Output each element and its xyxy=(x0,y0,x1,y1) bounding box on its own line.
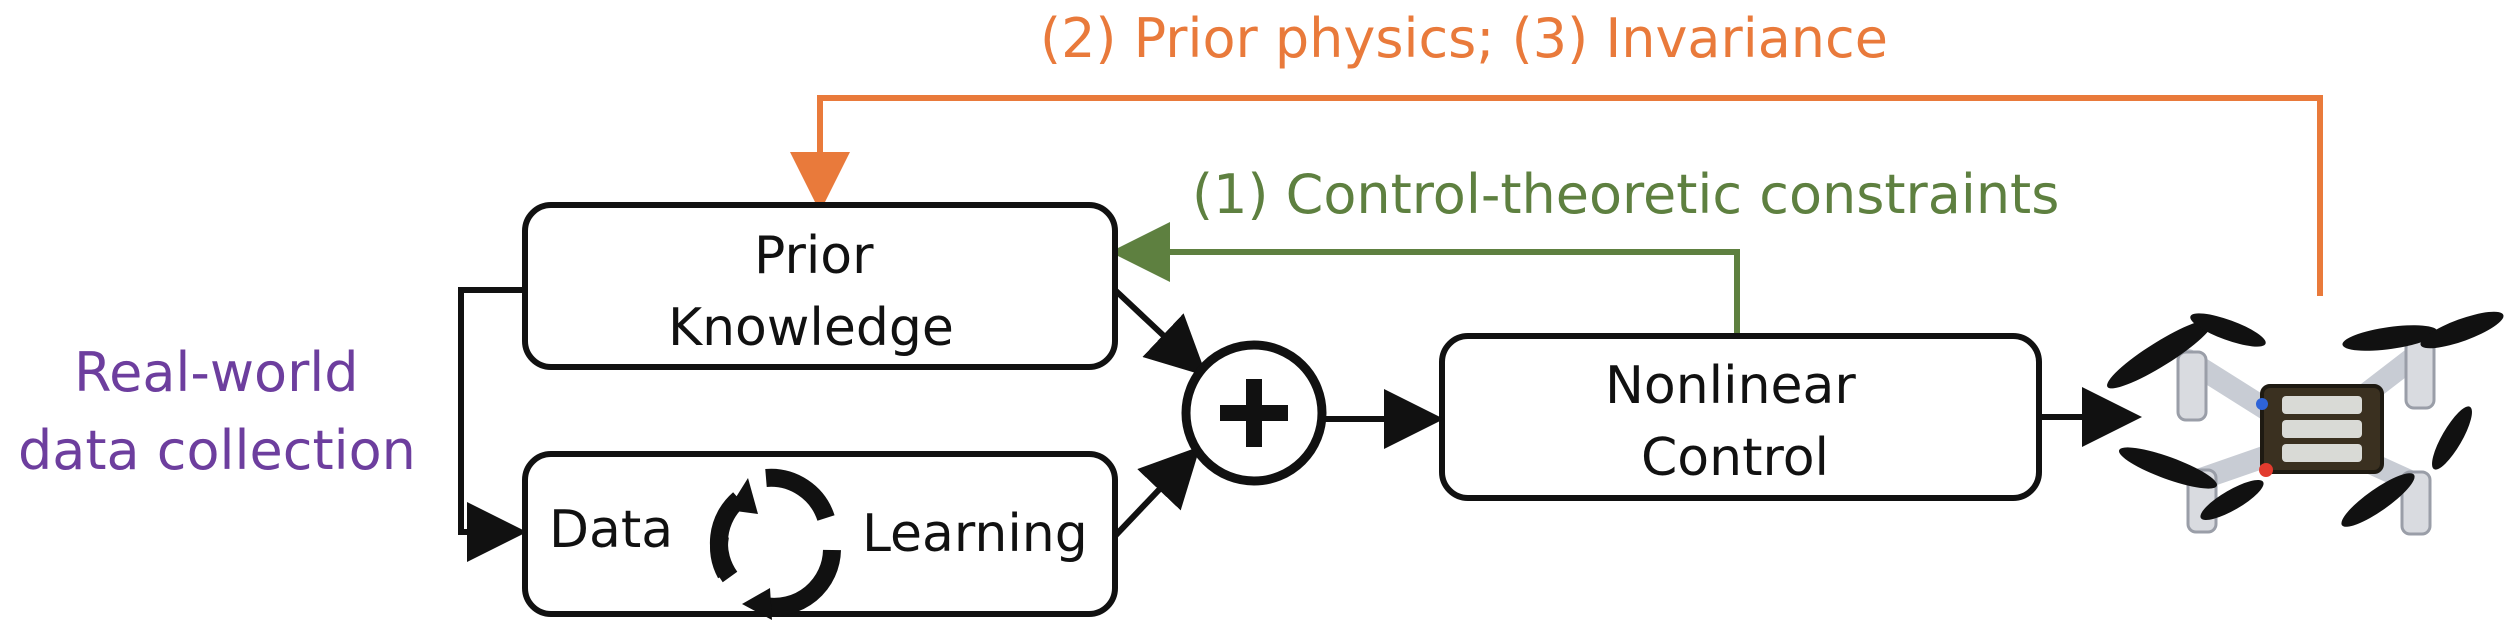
side-label-line2: data collection xyxy=(18,419,416,482)
nonlinear-control-line1: Nonlinear xyxy=(1605,356,1856,416)
nonlinear-control-line2: Control xyxy=(1641,428,1829,488)
learning-label: Learning xyxy=(862,504,1088,564)
data-label: Data xyxy=(549,500,674,560)
prior-knowledge-line2: Knowledge xyxy=(668,298,954,358)
green-feedback-arrow xyxy=(1110,222,1740,336)
prior-knowledge-line1: Prior xyxy=(754,226,874,286)
quadrotor-drone-icon xyxy=(2107,311,2504,536)
learning-to-sum-arrow xyxy=(1112,446,1201,539)
side-label-line1: Real-world xyxy=(74,341,359,404)
refresh-cycle-icon xyxy=(709,468,841,620)
prior-to-sum-arrow xyxy=(1112,287,1207,377)
split-connector-arrow xyxy=(458,287,527,562)
orange-feedback-arrow xyxy=(790,95,2323,296)
green-feedback-label: (1) Control-theoretic constraints xyxy=(1192,163,2060,226)
prior-knowledge-box xyxy=(522,202,1118,370)
sum-junction-icon xyxy=(1181,340,1327,486)
orange-feedback-label: (2) Prior physics; (3) Invariance xyxy=(1040,7,1888,70)
